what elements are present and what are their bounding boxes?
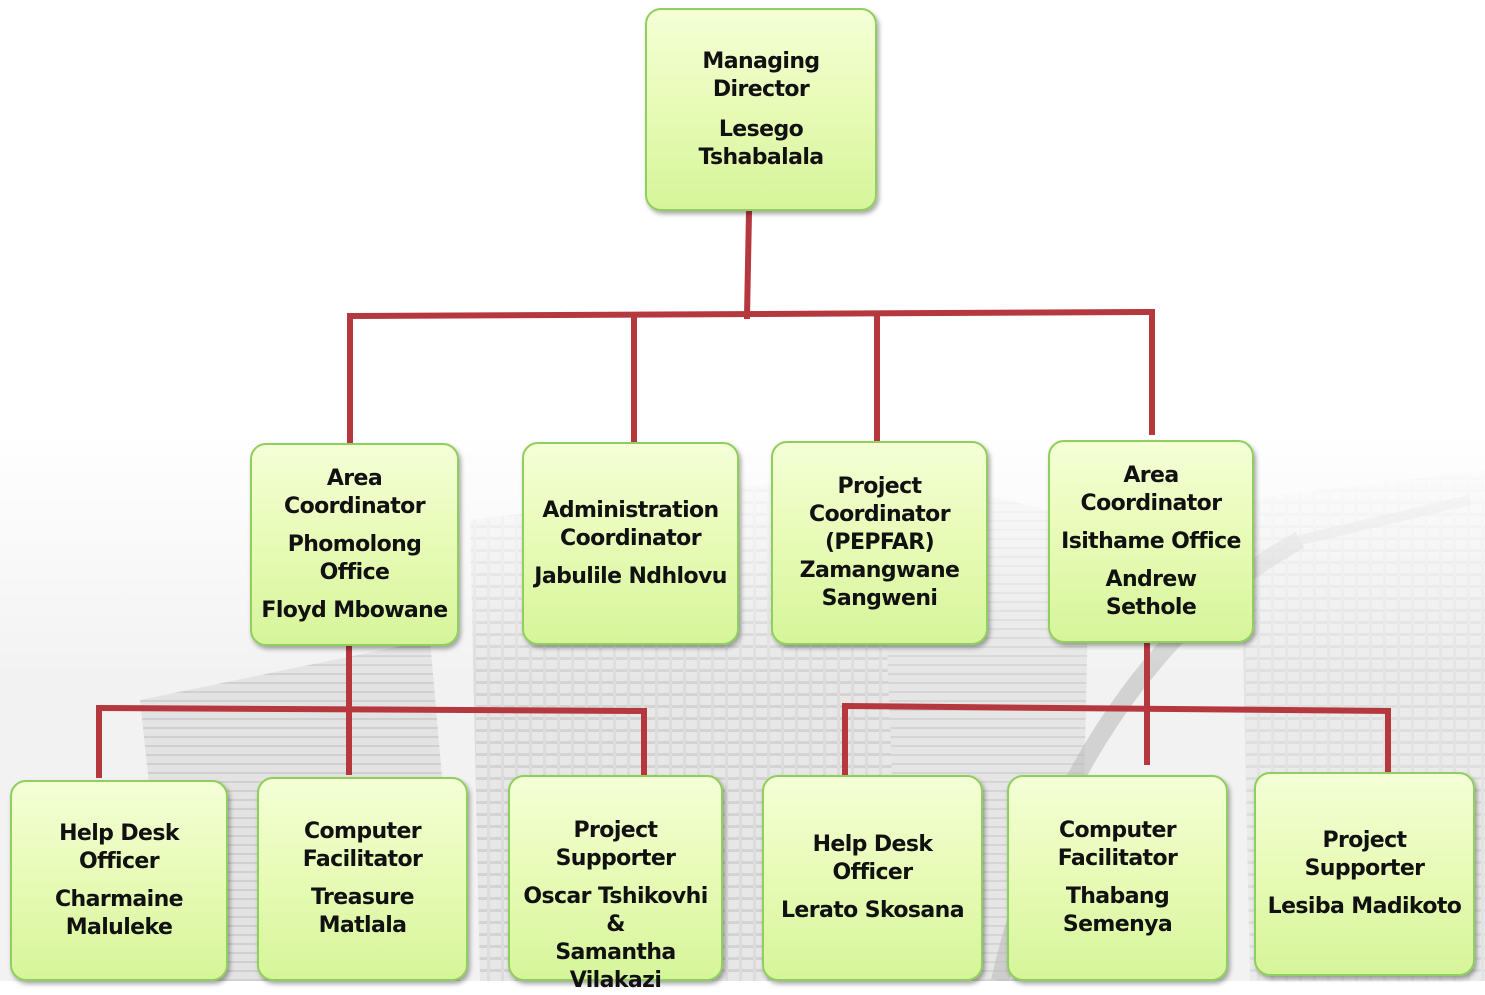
connector-isithame-bus (841, 702, 1392, 715)
connector-phomolong-bus (95, 704, 648, 715)
box-role: Computer Facilitator (302, 819, 423, 872)
area-coordinator-phomolong-box: Area Coordinator Phomolong Office Floyd … (250, 443, 459, 646)
box-role: Project Coordinator (PEPFAR) (809, 474, 951, 555)
box-role: Managing Director (702, 48, 820, 102)
help-desk-officer-phomolong-box: Help Desk Officer Charmaine Maluleke (10, 780, 228, 981)
box-role: Help Desk Officer (812, 832, 933, 885)
help-desk-officer-isithame-box: Help Desk Officer Lerato Skosana (762, 775, 983, 981)
administration-coordinator-box: Administration Coordinator Jabulile Ndhl… (522, 442, 739, 645)
box-name: Lerato Skosana (781, 898, 965, 923)
connector-director-down (743, 208, 753, 320)
box-name: Oscar Tshikovhi & Samantha Vilakazi (523, 884, 708, 993)
project-supporter-phomolong-box: Project Supporter Oscar Tshikovhi & Sama… (508, 775, 723, 993)
box-name: Lesego Tshabalala (698, 116, 824, 170)
box-name: Treasure Matlala (311, 885, 415, 938)
box-role: Area Coordinator (1080, 462, 1223, 516)
connector-level1-bus (346, 308, 1156, 320)
box-role: Area Coordinator (284, 465, 426, 519)
box-name: Jabulile Ndhlovu (534, 563, 727, 589)
box-name: Charmaine Maluleke (55, 886, 184, 940)
computer-facilitator-isithame-box: Computer Facilitator Thabang Semenya (1007, 775, 1228, 981)
box-name: Lesiba Madikoto (1267, 894, 1462, 919)
box-name: Andrew Sethole (1105, 566, 1198, 620)
area-coordinator-isithame-box: Area Coordinator Isithame Office Andrew … (1048, 440, 1254, 643)
box-office: Phomolong Office (287, 531, 422, 585)
box-name: Thabang Semenya (1062, 884, 1173, 937)
managing-director-box: Managing Director Lesego Tshabalala (645, 8, 877, 211)
box-name: Zamangwane Sangweni (799, 558, 960, 611)
project-coordinator-pepfar-box: Project Coordinator (PEPFAR) Zamangwane … (771, 441, 988, 645)
box-role: Project Supporter (555, 818, 676, 871)
project-supporter-isithame-box: Project Supporter Lesiba Madikoto (1254, 772, 1475, 976)
box-role: Project Supporter (1304, 828, 1425, 881)
box-role: Administration Coordinator (542, 497, 719, 551)
box-office: Isithame Office (1061, 528, 1241, 554)
box-role: Help Desk Officer (59, 820, 179, 874)
box-role: Computer Facilitator (1057, 818, 1178, 871)
box-name: Floyd Mbowane (261, 597, 448, 623)
computer-facilitator-phomolong-box: Computer Facilitator Treasure Matlala (257, 777, 468, 981)
